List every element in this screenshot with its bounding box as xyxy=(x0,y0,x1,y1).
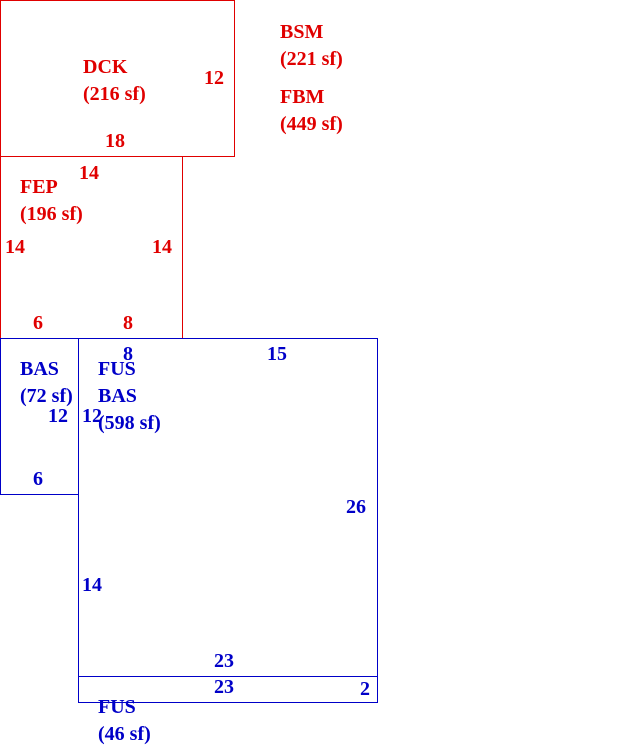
main-bottom-dimension: 23 xyxy=(214,650,234,672)
bas-top-dimension: 8 xyxy=(123,343,133,365)
main-right-dimension: 26 xyxy=(346,496,366,518)
fbm-code: FBM xyxy=(280,86,325,108)
fus-bas-code-2: BAS xyxy=(98,385,137,407)
bsm-label: BSM (221 sf) xyxy=(280,19,343,73)
bsm-code: BSM xyxy=(280,21,324,43)
fep-top-dimension: 14 xyxy=(79,162,99,184)
bas-label: BAS (72 sf) xyxy=(20,356,73,410)
bas-right-dimension: 12 xyxy=(48,405,68,427)
strip-top-dimension: 23 xyxy=(214,676,234,698)
main-left-upper-dimension: 12 xyxy=(82,405,102,427)
dck-bottom-dimension: 18 xyxy=(105,130,125,152)
bas-bottom-dimension: 6 xyxy=(33,468,43,490)
fbm-area: (449 sf) xyxy=(280,113,343,135)
fep-bottom-right-dimension: 8 xyxy=(123,312,133,334)
fus-bas-code-1: FUS xyxy=(98,358,136,380)
fep-label: FEP (196 sf) xyxy=(20,174,83,228)
fus-strip-area: (46 sf) xyxy=(98,723,151,745)
bsm-area: (221 sf) xyxy=(280,48,343,70)
fep-code: FEP xyxy=(20,176,58,198)
fbm-label: FBM (449 sf) xyxy=(280,84,343,138)
dck-code: DCK xyxy=(83,56,128,78)
fus-bas-area: (598 sf) xyxy=(98,412,161,434)
fep-right-dimension: 14 xyxy=(152,236,172,258)
fus-strip-code: FUS xyxy=(98,696,136,718)
bas-code: BAS xyxy=(20,358,59,380)
dck-area: (216 sf) xyxy=(83,83,146,105)
bas-area: (72 sf) xyxy=(20,385,73,407)
fus-strip-label: FUS (46 sf) xyxy=(98,694,151,748)
fep-area: (196 sf) xyxy=(20,203,83,225)
dck-right-dimension: 12 xyxy=(204,67,224,89)
dck-label: DCK (216 sf) xyxy=(83,54,146,108)
fus-bas-label: FUS BAS (598 sf) xyxy=(98,356,161,437)
main-top-dimension: 15 xyxy=(267,343,287,365)
fus-strip-outline xyxy=(78,676,378,703)
fep-bottom-left-dimension: 6 xyxy=(33,312,43,334)
strip-right-dimension: 2 xyxy=(360,678,370,700)
fep-left-dimension: 14 xyxy=(5,236,25,258)
main-left-lower-dimension: 14 xyxy=(82,574,102,596)
